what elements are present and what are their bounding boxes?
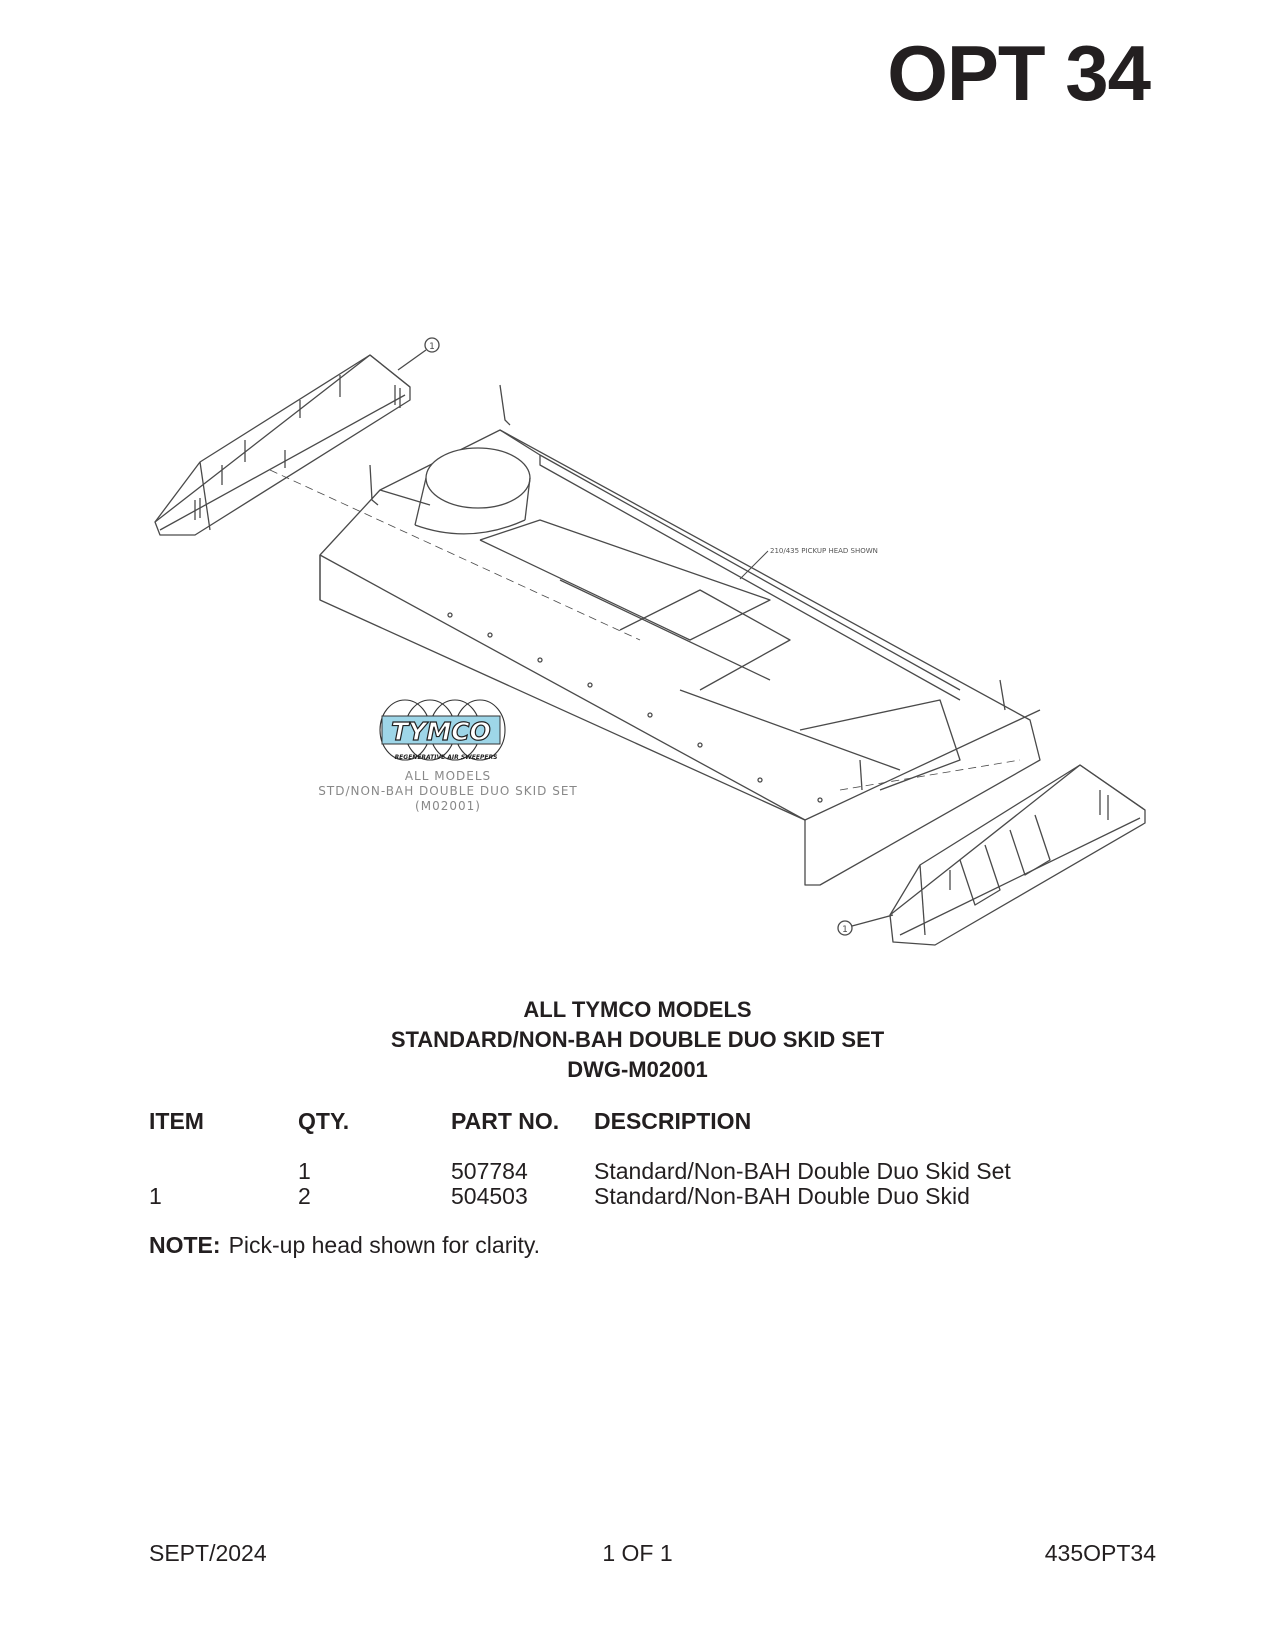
callout-label-lower: 1 <box>842 925 848 935</box>
footer-page-number: 1 OF 1 <box>602 1540 673 1566</box>
header-description: DESCRIPTION <box>594 1108 752 1134</box>
pickup-head-frame <box>269 384 1041 886</box>
row-description: Standard/Non-BAH Double Duo Skid <box>594 1183 970 1209</box>
note: NOTE: Pick-up head shown for clarity. <box>149 1232 540 1259</box>
note-label: NOTE: <box>149 1232 221 1258</box>
note-text: Pick-up head shown for clarity. <box>228 1232 541 1258</box>
row-part-no: 504503 <box>451 1183 528 1209</box>
page-title: OPT 34 <box>887 29 1151 117</box>
callout-upper <box>397 337 440 371</box>
stamp-line-3: (M02001) <box>415 799 481 813</box>
skid-lower-right <box>889 764 1146 946</box>
subtitle-line-1: ALL TYMCO MODELS <box>523 997 752 1022</box>
footer-doc-id: 435OPT34 <box>1044 1540 1156 1566</box>
stamp-line-1: ALL MODELS <box>405 769 491 783</box>
row-description: Standard/Non-BAH Double Duo Skid Set <box>594 1158 1011 1184</box>
subtitle-line-3: DWG-M02001 <box>567 1057 708 1082</box>
pickup-head-note: 210/435 PICKUP HEAD SHOWN <box>770 547 878 555</box>
callout-lower <box>837 914 894 936</box>
footer-date: SEPT/2024 <box>149 1540 267 1566</box>
row-part-no: 507784 <box>451 1158 528 1184</box>
row-qty: 1 <box>298 1158 311 1184</box>
header-qty: QTY. <box>298 1108 350 1134</box>
header-part-no: PART NO. <box>451 1108 560 1134</box>
drawing-subtitle: ALL TYMCO MODELS STANDARD/NON-BAH DOUBLE… <box>0 995 1275 1085</box>
logo-brand: TYMCO <box>391 717 491 746</box>
row-item: 1 <box>149 1183 162 1209</box>
exploded-parts-drawing: 1 1 210/435 PICKUP HEAD SHOWN TYMCO REGE… <box>154 337 1146 946</box>
stamp-line-2: STD/NON-BAH DOUBLE DUO SKID SET <box>318 784 578 798</box>
header-item: ITEM <box>149 1108 204 1134</box>
row-qty: 2 <box>298 1183 311 1209</box>
subtitle-line-2: STANDARD/NON-BAH DOUBLE DUO SKID SET <box>390 1027 885 1052</box>
tymco-logo: TYMCO REGENERATIVE AIR SWEEPERS <box>379 699 506 761</box>
skid-upper-left <box>154 354 411 536</box>
logo-tagline: REGENERATIVE AIR SWEEPERS <box>395 754 498 761</box>
callout-label-upper: 1 <box>429 342 435 352</box>
